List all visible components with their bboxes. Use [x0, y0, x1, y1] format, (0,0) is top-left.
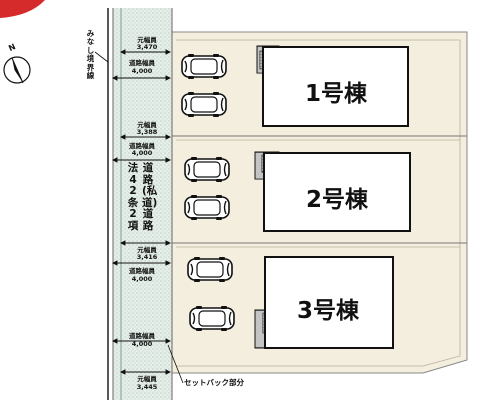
dim-title: 道路幅員	[129, 142, 155, 150]
dim-title: 元幅員	[137, 36, 157, 44]
building-1-label: 1号棟	[305, 81, 368, 107]
boundary-label: みなし境界線	[86, 29, 95, 81]
dim-title: 道路幅員	[129, 59, 155, 67]
dim-title: 元幅員	[137, 246, 157, 254]
parking-car	[181, 53, 227, 80]
dim-value: 4,000	[131, 67, 153, 75]
dim-value: 4,000	[131, 149, 153, 157]
parking-car	[181, 91, 227, 118]
corner-accent	[0, 0, 45, 18]
building-2-label: 2号棟	[306, 187, 369, 213]
road-law-label-col2: 道路(私道)道路	[142, 162, 158, 232]
road-strip	[113, 8, 172, 400]
dim-title: 道路幅員	[129, 332, 155, 340]
dim-value: 3,470	[136, 43, 158, 51]
parking-car	[187, 256, 233, 283]
dim-title: 元幅員	[137, 375, 157, 383]
building-3	[264, 256, 394, 349]
building-3-label: 3号棟	[297, 298, 360, 324]
parking-car	[184, 194, 230, 221]
dim-value: 3,445	[136, 383, 158, 391]
dim-value: 3,388	[136, 128, 158, 136]
building-2	[263, 152, 411, 232]
dim-title: 元幅員	[137, 121, 157, 129]
dim-value: 3,416	[136, 253, 158, 261]
setback-label: セットバック部分	[184, 378, 244, 387]
compass-icon	[3, 56, 31, 84]
parking-car	[184, 156, 230, 183]
road-law-label-col1: 法42条2項	[127, 162, 139, 232]
dim-value: 4,000	[131, 275, 153, 283]
parking-car	[189, 305, 235, 332]
dim-value: 4,000	[131, 340, 153, 348]
building-1	[262, 46, 409, 127]
dim-title: 道路幅員	[129, 267, 155, 275]
